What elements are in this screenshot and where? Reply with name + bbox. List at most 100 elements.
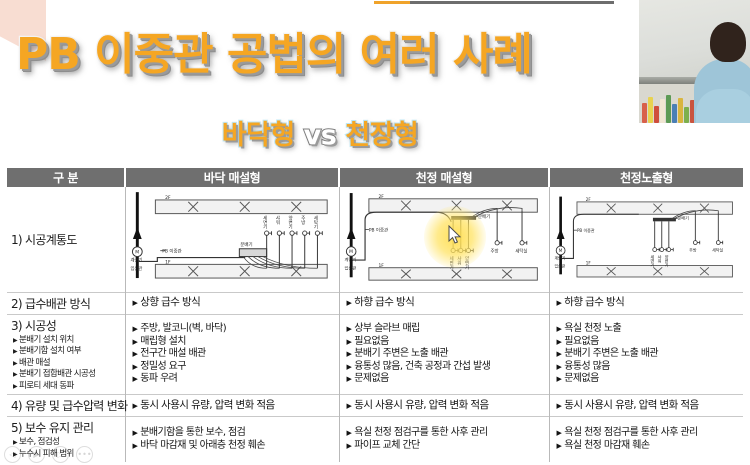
bullet-item: 전구간 매설 배관 bbox=[130, 348, 335, 361]
bullet-item: 상향 급수 방식 bbox=[130, 296, 335, 310]
row-label-cell: 5) 보수 유지 관리보수, 점검성누수시 피해 범위 bbox=[7, 416, 126, 462]
table-cell: 욕실 천정 노출필요없음분배기 주변은 노출 배관융통성 많음문제없음 bbox=[549, 313, 743, 395]
table-cell: 동시 사용시 유량, 압력 변화 적음 bbox=[339, 394, 550, 417]
webcam-person-head bbox=[710, 22, 746, 62]
row-label-cell: 3) 시공성분배기 설치 위치분배기함 설치 여부배관 매설분배기 접합배관 시… bbox=[7, 313, 126, 395]
table-cell: 상향 급수 방식 bbox=[125, 291, 340, 314]
settings-button[interactable]: ••• bbox=[76, 446, 93, 463]
bullet-list: 욕실 천정 노출필요없음분배기 주변은 노출 배관융통성 많음문제없음 bbox=[554, 323, 740, 386]
table-cell: 주방, 발코니(벽, 바닥)매립형 설치전구간 매설 배관정밀성 요구동파 우려 bbox=[125, 313, 340, 395]
svg-text:입상관: 입상관 bbox=[554, 264, 565, 269]
page-title: PB 이중관 공법의 여러 사례 bbox=[15, 28, 534, 82]
progress-track[interactable] bbox=[374, 1, 614, 4]
table-cell: 욕실 천정 점검구를 통한 사후 관리파이프 교체 간단 bbox=[339, 416, 550, 462]
svg-text:입상관: 입상관 bbox=[344, 265, 356, 271]
bullet-item: 바닥 마감재 및 아래층 천정 훼손 bbox=[130, 440, 335, 453]
row-sub-item-list: 보수, 점검성누수시 피해 범위 bbox=[11, 437, 121, 460]
bullet-item: 분배기 주변은 노출 배관 bbox=[554, 348, 740, 361]
row-sub-item: 배관 매설 bbox=[11, 358, 121, 370]
svg-text:M: M bbox=[558, 248, 562, 253]
bullet-item: 욕실 천정 점검구를 통한 사후 관리 bbox=[554, 427, 740, 440]
bullet-item: 필요없음 bbox=[344, 336, 545, 349]
svg-text:세면기: 세면기 bbox=[262, 215, 267, 231]
table-header-row: 구 분 바닥 매설형 천정 매설형 천정노출형 bbox=[7, 168, 743, 187]
svg-text:세면기: 세면기 bbox=[650, 254, 655, 268]
svg-text:입상관: 입상관 bbox=[130, 265, 142, 272]
bullet-list: 욕실 천정 점검구를 통한 사후 관리욕실 천정 마감재 훼손 bbox=[554, 427, 740, 452]
bullet-item: 욕실 천정 노출 bbox=[554, 323, 740, 336]
svg-text:M: M bbox=[135, 250, 139, 256]
table-cell: 동시 사용시 유량, 압력 변화 적음 bbox=[125, 394, 340, 417]
bullet-list: 하향 급수 방식 bbox=[554, 296, 740, 310]
row-sub-item: 분배기 접합배관 시공성 bbox=[11, 369, 121, 381]
bullet-item: 문제없음 bbox=[344, 373, 545, 386]
bullet-list: 욕실 천정 점검구를 통한 사후 관리파이프 교체 간단 bbox=[344, 427, 545, 452]
svg-text:세탁실: 세탁실 bbox=[515, 248, 527, 255]
row-label: 2) 급수배관 방식 bbox=[11, 296, 91, 311]
bullet-list: 동시 사용시 유량, 압력 변화 적음 bbox=[344, 399, 545, 413]
bullet-item: 동시 사용시 유량, 압력 변화 적음 bbox=[130, 399, 335, 413]
svg-text:세탁실: 세탁실 bbox=[712, 247, 723, 253]
svg-text:2F: 2F bbox=[165, 195, 171, 201]
bullet-list: 주방, 발코니(벽, 바닥)매립형 설치전구간 매설 배관정밀성 요구동파 우려 bbox=[130, 323, 335, 386]
bullet-item: 융통성 많음 bbox=[554, 361, 740, 374]
svg-text:양변기: 양변기 bbox=[287, 215, 292, 231]
svg-text:PB 이중관: PB 이중관 bbox=[162, 248, 182, 255]
bullet-item: 상부 슬라브 매립 bbox=[344, 323, 545, 336]
row-sub-item: 분배기 설치 위치 bbox=[11, 335, 121, 347]
table-row: 4) 유량 및 급수압력 변화동시 사용시 유량, 압력 변화 적음동시 사용시… bbox=[7, 394, 743, 417]
bullet-item: 동파 우려 bbox=[130, 373, 335, 386]
play-button[interactable]: ▶ bbox=[28, 446, 45, 463]
progress-fill bbox=[374, 1, 410, 4]
svg-text:계량기: 계량기 bbox=[130, 257, 142, 264]
svg-text:2F: 2F bbox=[585, 197, 591, 202]
row-label-cell: 1) 시공계통도 bbox=[7, 187, 126, 292]
svg-text:샤워: 샤워 bbox=[657, 254, 662, 264]
svg-text:2F: 2F bbox=[378, 194, 384, 200]
row-label: 4) 유량 및 급수압력 변화 bbox=[11, 399, 128, 413]
svg-text:계량기: 계량기 bbox=[554, 256, 565, 261]
row-label: 5) 보수 유지 관리 bbox=[11, 421, 94, 435]
bullet-item: 필요없음 bbox=[554, 336, 740, 349]
rewind-button[interactable]: ◁ bbox=[4, 446, 21, 463]
video-progress-bar[interactable] bbox=[0, 0, 750, 5]
table-cell: 하향 급수 방식 bbox=[549, 291, 743, 314]
table-row: 2) 급수배관 방식 상향 급수 방식 하향 급수 방식 하향 급수 방식 bbox=[7, 291, 743, 314]
svg-text:계량기: 계량기 bbox=[344, 256, 356, 263]
table-cell: 하향 급수 방식 bbox=[339, 291, 550, 314]
bullet-item: 욕실 천정 마감재 훼손 bbox=[554, 440, 740, 453]
row-label: 3) 시공성 bbox=[11, 318, 57, 333]
webcam-bookshelf bbox=[642, 90, 706, 123]
table-row: 5) 보수 유지 관리보수, 점검성누수시 피해 범위분배기함을 통한 보수, … bbox=[7, 416, 743, 462]
svg-text:양변기: 양변기 bbox=[464, 255, 469, 271]
row-sub-item: 누수시 피해 범위 bbox=[11, 449, 121, 461]
table-cell: 상부 슬라브 매립필요없음분배기 주변은 노출 배관융통성 많음, 건축 공정과… bbox=[339, 313, 550, 395]
row-label: 1) 시공계통도 bbox=[11, 232, 77, 247]
subtitle-vs: vs bbox=[303, 119, 338, 152]
svg-text:주방: 주방 bbox=[300, 216, 305, 225]
bullet-item: 문제없음 bbox=[554, 373, 740, 386]
forward-button[interactable]: ▷ bbox=[52, 446, 69, 463]
column-header-ceiling-buried: 천정 매설형 bbox=[339, 168, 550, 187]
webcam-video-overlay[interactable] bbox=[639, 0, 750, 123]
svg-text:1F: 1F bbox=[585, 261, 591, 266]
player-controls[interactable]: ◁ ▶ ▷ ••• bbox=[4, 446, 93, 463]
svg-text:1F: 1F bbox=[165, 260, 171, 266]
svg-text:PB 이중관: PB 이중관 bbox=[368, 227, 387, 234]
bullet-list: 동시 사용시 유량, 압력 변화 적음 bbox=[554, 399, 740, 413]
bullet-item: 동시 사용시 유량, 압력 변화 적음 bbox=[344, 399, 545, 413]
bullet-item: 융통성 많음, 건축 공정과 간섭 발생 bbox=[344, 361, 545, 374]
bullet-item: 주방, 발코니(벽, 바닥) bbox=[130, 323, 335, 336]
table-cell: 욕실 천정 점검구를 통한 사후 관리욕실 천정 마감재 훼손 bbox=[549, 416, 743, 462]
table-cell: 동시 사용시 유량, 압력 변화 적음 bbox=[549, 394, 743, 417]
bullet-item: 하향 급수 방식 bbox=[554, 296, 740, 310]
row-sub-item: 보수, 점검성 bbox=[11, 437, 121, 449]
bullet-item: 분배기 주변은 노출 배관 bbox=[344, 348, 545, 361]
bullet-list: 하향 급수 방식 bbox=[344, 296, 545, 310]
svg-text:양변기: 양변기 bbox=[664, 254, 669, 268]
webcam-person-shirt bbox=[696, 89, 750, 123]
